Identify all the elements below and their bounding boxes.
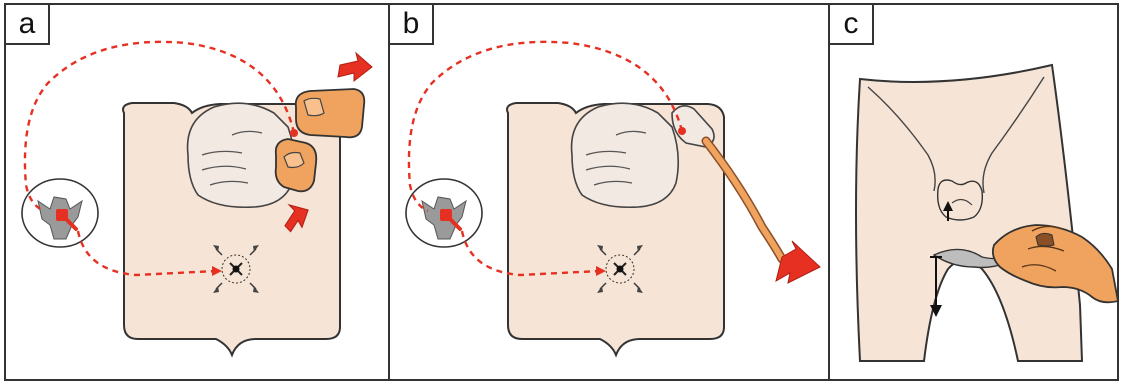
- panel-c-illustration: [830, 5, 1119, 381]
- spinal-cord-section: [406, 179, 482, 247]
- panel-label-a: a: [6, 5, 50, 45]
- glans-outline: [572, 103, 679, 207]
- traction-arrow: [776, 241, 820, 283]
- panel-b: b: [388, 3, 830, 381]
- panel-label-b: b: [390, 5, 434, 45]
- spinal-cord-section: [22, 179, 98, 247]
- panel-a-illustration: [6, 5, 390, 381]
- squeeze-arrow-top: [338, 53, 372, 81]
- panel-label-c: c: [830, 5, 874, 45]
- panel-a: a: [4, 3, 390, 381]
- panel-b-illustration: [390, 5, 830, 381]
- panel-c: c: [828, 3, 1119, 381]
